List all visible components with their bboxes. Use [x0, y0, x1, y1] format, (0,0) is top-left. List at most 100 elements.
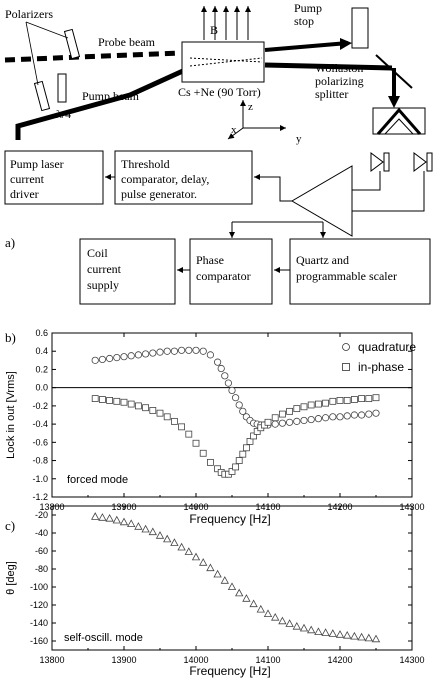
data-point — [293, 405, 301, 413]
phase-line1: Phase — [196, 253, 224, 267]
data-point — [299, 623, 309, 632]
data-point — [357, 632, 366, 641]
data-point — [177, 542, 186, 551]
label-b-field: B — [210, 23, 218, 37]
legend-quadrature-label: quadrature — [358, 340, 416, 354]
y-tick-label: -1.0 — [32, 474, 48, 484]
label-pump-beam: Pump beam — [82, 89, 140, 103]
data-point — [91, 356, 99, 364]
data-point — [199, 558, 208, 566]
data-point — [185, 346, 193, 354]
data-point — [127, 400, 135, 408]
label-cell: Cs +Ne (90 Torr) — [178, 85, 261, 99]
data-point — [149, 349, 157, 357]
label-pump-stop-1: Pump — [294, 1, 322, 15]
data-point — [329, 397, 337, 405]
chart-c-xlabel: Frequency [Hz] — [189, 664, 270, 678]
axes-triad — [227, 100, 286, 140]
data-point — [99, 396, 106, 403]
axis-z-label: z — [248, 101, 253, 113]
threshold-line3: pulse generator. — [121, 187, 197, 201]
data-point — [350, 631, 359, 640]
data-point — [350, 396, 358, 403]
data-point — [285, 418, 294, 426]
data-point — [232, 394, 240, 402]
y-tick-label: -140 — [30, 618, 48, 628]
data-point — [199, 449, 207, 457]
data-point — [372, 394, 380, 402]
data-point — [98, 513, 107, 521]
data-point — [170, 538, 179, 546]
y-tick-label: -120 — [30, 600, 48, 610]
data-point — [328, 629, 337, 637]
data-point — [314, 627, 323, 635]
axis-y-label: y — [296, 133, 302, 145]
data-point — [112, 515, 121, 524]
data-point — [217, 364, 225, 373]
panel-a-label: a) — [5, 235, 15, 250]
y-tick-label: -60 — [35, 546, 48, 556]
y-tick-label: -0.4 — [32, 419, 48, 429]
data-point — [321, 628, 330, 636]
pump-driver-line3: driver — [10, 187, 39, 201]
box-quartz — [289, 238, 431, 305]
b-field-arrows — [201, 6, 251, 40]
probe-beam — [264, 41, 349, 52]
data-point — [184, 547, 193, 555]
data-point — [206, 351, 214, 359]
data-point — [321, 414, 330, 422]
data-point — [300, 416, 308, 425]
y-tick-label: -80 — [35, 564, 48, 574]
data-point — [156, 409, 164, 417]
data-point — [106, 354, 114, 363]
data-point — [185, 430, 193, 438]
data-point — [213, 569, 222, 578]
data-point — [264, 418, 272, 426]
photodiode-left — [370, 152, 390, 172]
data-point — [307, 401, 315, 409]
axis-x-label: x — [231, 124, 237, 136]
data-point — [91, 512, 100, 520]
phase-line2: comparator — [196, 269, 251, 283]
data-point — [148, 527, 157, 536]
data-point — [199, 347, 207, 355]
data-point — [214, 358, 222, 366]
label-wollaston-3: splitter — [315, 87, 348, 101]
data-point — [263, 609, 273, 617]
data-point — [372, 409, 380, 417]
x-tick-label: 13800 — [39, 655, 64, 665]
y-tick-label: -100 — [30, 582, 48, 592]
data-point — [206, 458, 214, 466]
data-point — [141, 524, 150, 533]
data-point — [285, 619, 294, 627]
data-point — [91, 395, 99, 403]
y-tick-label: -1.2 — [32, 492, 48, 502]
data-point — [228, 386, 236, 394]
data-point — [336, 397, 344, 404]
data-point — [142, 404, 150, 412]
legend-in-phase-marker — [342, 363, 350, 371]
data-point — [307, 415, 315, 424]
chart-c-ylabel: θ [deg] — [5, 561, 17, 595]
x-tick-label: 14300 — [399, 655, 424, 665]
data-point — [246, 438, 254, 445]
data-point — [155, 531, 165, 539]
data-point — [120, 353, 128, 361]
series-series0 — [91, 512, 381, 643]
chart-b: b) Lock in out [Vrms] Frequency [Hz] for… — [5, 328, 425, 526]
data-point — [293, 417, 301, 425]
data-point — [214, 465, 222, 473]
coil-line3: supply — [87, 278, 119, 292]
data-point — [239, 407, 247, 415]
data-point — [191, 552, 201, 561]
box-threshold — [114, 150, 253, 205]
data-point — [227, 582, 237, 590]
data-point — [271, 612, 280, 621]
data-point — [322, 399, 330, 407]
data-point — [178, 346, 186, 354]
quartz-line2: programmable scaler — [296, 269, 397, 283]
data-point — [156, 348, 164, 356]
panel-a-schematic: Polarizers Probe beam Pump beam λ/4 B Cs… — [4, 1, 433, 305]
data-point — [300, 403, 308, 411]
legend-in-phase-label: in-phase — [358, 360, 404, 374]
